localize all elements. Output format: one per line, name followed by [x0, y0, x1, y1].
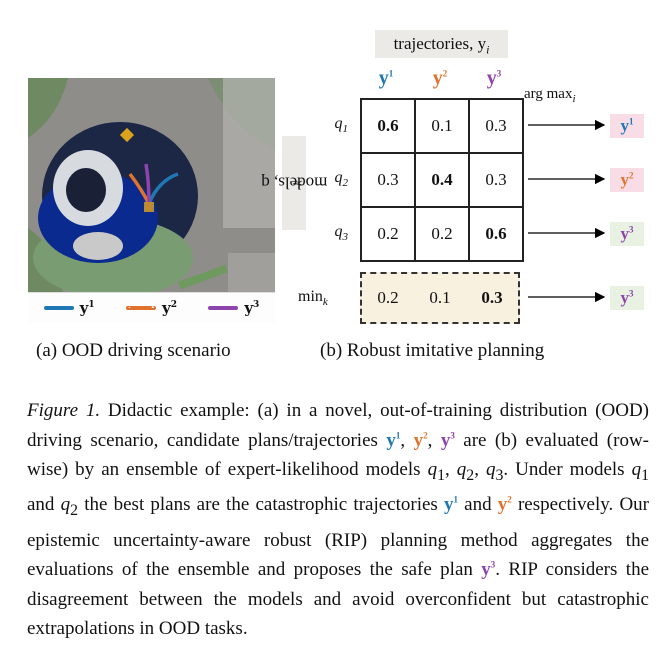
min-row-label: mink	[298, 288, 328, 309]
matrix-row-q2: 0.3 0.4 0.3	[360, 152, 524, 208]
scene-render	[28, 78, 275, 323]
column-header-y2: y2	[432, 67, 448, 89]
min-cell-y3: 0.3	[481, 288, 503, 307]
result-q1: y1	[610, 114, 644, 138]
cell-q1-y2: 0.1	[414, 98, 470, 154]
likelihood-matrix: 0.6 0.1 0.3 0.3 0.4 0.3 0.2 0.2 0.6	[360, 98, 524, 262]
min-cell-y2: 0.1	[429, 288, 451, 307]
caption-a: (a) OOD driving scenario	[36, 340, 231, 361]
cell-q1-y1: 0.6	[360, 98, 416, 154]
argmax-label: arg maxi	[524, 86, 576, 105]
figure-caption: Figure 1. Didactic example: (a) in a nov…	[27, 400, 650, 640]
trajectory-legend: y1 y2 y3	[28, 292, 275, 323]
driving-scene-image: y1 y2 y3	[28, 78, 275, 323]
column-header-y1: y1	[378, 67, 394, 89]
legend-item-y3: y3	[208, 299, 259, 317]
cell-q2-y1: 0.3	[360, 152, 416, 208]
result-q2: y2	[610, 168, 644, 192]
legend-label-y2: y2	[162, 299, 177, 317]
row-label-q3: q3	[334, 223, 349, 244]
trajectory-y3	[144, 163, 151, 205]
cell-q2-y3: 0.3	[468, 152, 524, 208]
cell-q3-y1: 0.2	[360, 206, 416, 262]
row-label-q1: q1	[334, 115, 349, 136]
cell-q2-y2: 0.4	[414, 152, 470, 208]
matrix-row-q3: 0.2 0.2 0.6	[360, 206, 524, 262]
column-header-y3: y3	[486, 67, 502, 89]
caption-b: (b) Robust imitative planning	[320, 340, 545, 361]
result-q3: y3	[610, 222, 644, 246]
min-row: 0.2 0.1 0.3	[360, 272, 520, 324]
legend-item-y1: y1	[43, 299, 95, 317]
min-cell-y1: 0.2	[377, 288, 399, 307]
figure-label: Figure 1.	[27, 400, 101, 421]
cell-q3-y2: 0.2	[414, 206, 470, 262]
legend-item-y2: y2	[126, 299, 177, 317]
cell-q1-y3: 0.3	[468, 98, 524, 154]
row-label-q2: q2	[334, 169, 349, 190]
matrix-row-q1: 0.6 0.1 0.3	[360, 98, 524, 154]
legend-swatch-y2	[126, 306, 156, 310]
trajectories-title: trajectories, yi	[375, 30, 508, 58]
legend-swatch-y1	[43, 306, 74, 310]
legend-label-y3: y3	[244, 299, 260, 317]
arrows	[528, 119, 606, 303]
cell-q3-y3: 0.6	[468, 206, 524, 262]
legend-swatch-y3	[208, 306, 239, 310]
legend-label-y1: y1	[79, 299, 95, 317]
result-min: y3	[610, 286, 644, 310]
